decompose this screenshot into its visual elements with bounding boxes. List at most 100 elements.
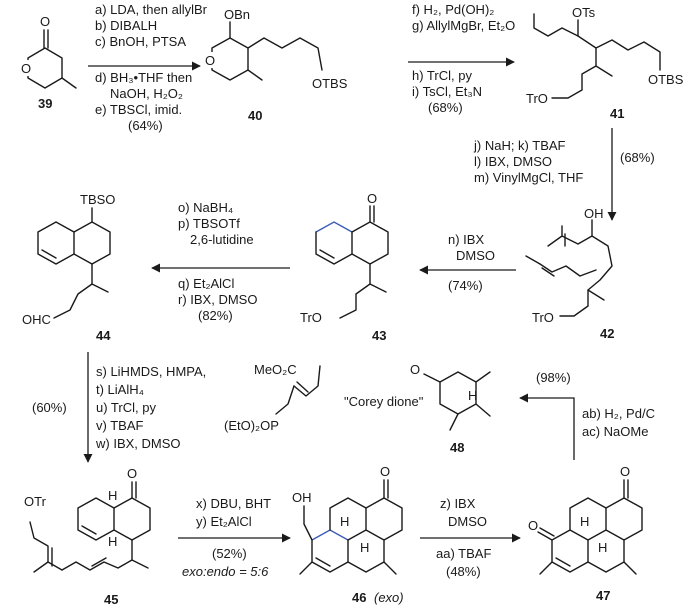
atom-H-46-b: H (360, 540, 369, 555)
step-1-yield: (64%) (128, 118, 163, 133)
step-n-solvent: DMSO (456, 248, 495, 263)
compound-label-46: 46 (352, 590, 366, 605)
step-6-conditions: s) LiHMDS, HMPA, t) LiAlH₄ u) TrCl, py v… (32, 364, 206, 451)
step-7-conditions: x) DBU, BHT y) Et₂AlCl (52%) exo:endo = … (182, 496, 271, 579)
compound-45-structure (29, 481, 151, 573)
step-t: t) LiAlH₄ (96, 382, 144, 397)
compound-label-42: 42 (600, 326, 614, 341)
step-8-yield: (48%) (446, 564, 481, 579)
atom-OH-42: OH (584, 206, 604, 221)
atom-H-47-a: H (580, 514, 589, 529)
atom-O-47-a: O (528, 518, 538, 533)
reagent-phosphonate-label: (EtO)₂OP (224, 418, 279, 433)
step-d-cont: NaOH, H₂O₂ (110, 86, 183, 101)
step-d: d) BH₃•THF then (95, 70, 192, 85)
step-ab: ab) H₂, Pd/C (582, 406, 655, 421)
compound-label-47: 47 (596, 588, 610, 603)
step-e: e) TBSCl, imid. (95, 102, 182, 117)
step-r: r) IBX, DMSO (178, 292, 257, 307)
compound-42-structure (525, 219, 613, 317)
atom-TBSO-44: TBSO (80, 192, 115, 207)
compound-39-structure (20, 29, 77, 89)
atom-OTBS-41: OTBS (648, 72, 684, 87)
atom-O-39-carbonyl: O (40, 14, 50, 29)
atom-TrO-43: TrO (300, 310, 322, 325)
compound-46-exo-note: (exo) (374, 590, 404, 605)
phosphonate-reagent-structure (275, 365, 321, 415)
compound-48-structure (423, 371, 491, 431)
compound-label-41: 41 (610, 106, 624, 121)
atom-OTBS-40: OTBS (312, 76, 348, 91)
step-3-yield: (68%) (620, 150, 655, 165)
compound-label-40: 40 (248, 108, 262, 123)
compound-47-structure (537, 479, 643, 575)
step-v: v) TBAF (96, 418, 143, 433)
step-h: h) TrCl, py (412, 68, 472, 83)
step-4-conditions: n) IBX DMSO (74%) (448, 232, 495, 293)
atom-H-45-b: H (108, 534, 117, 549)
step-4-yield: (74%) (448, 278, 483, 293)
atom-OTs-41: OTs (572, 5, 596, 20)
step-n: n) IBX (448, 232, 484, 247)
step-1-conditions: a) LDA, then allylBr b) DIBALH c) BnOH, … (95, 2, 208, 133)
step-3-conditions: j) NaH; k) TBAF l) IBX, DMSO m) VinylMgC… (473, 138, 655, 185)
atom-O-39: O (21, 61, 31, 76)
compound-44-structure (37, 207, 111, 319)
step-o: o) NaBH₄ (178, 200, 233, 215)
step-w: w) IBX, DMSO (95, 436, 181, 451)
step-s: s) LiHMDS, HMPA, (96, 364, 206, 379)
step-p: p) TBSOTf (178, 216, 240, 231)
compound-label-45: 45 (104, 592, 118, 607)
step-9-yield: (98%) (536, 370, 571, 385)
corey-dione-label: "Corey dione" (344, 394, 424, 409)
atom-OBn-40: OBn (224, 7, 250, 22)
compound-label-43: 43 (372, 328, 386, 343)
atom-O-46: O (380, 464, 390, 479)
atom-H-47-b: H (598, 540, 607, 555)
step-5-conditions: o) NaBH₄ p) TBSOTf 2,6-lutidine q) Et₂Al… (178, 200, 257, 323)
step-9-conditions: (98%) ab) H₂, Pd/C ac) NaOMe (536, 370, 655, 439)
step-u: u) TrCl, py (96, 400, 156, 415)
compound-40-structure (204, 21, 323, 81)
atom-O-43: O (367, 191, 377, 206)
step-7-ratio: exo:endo = 5:6 (182, 564, 269, 579)
step-j-k: j) NaH; k) TBAF (473, 138, 566, 153)
step-f: f) H₂, Pd(OH)₂ (412, 2, 494, 17)
atom-O-48: O (410, 362, 420, 377)
step-8-conditions: z) IBX DMSO aa) TBAF (48%) (436, 496, 491, 579)
step-5-yield: (82%) (198, 308, 233, 323)
arrow-step-9 (519, 393, 575, 460)
atom-O-45: O (127, 466, 137, 481)
compound-label-44: 44 (96, 328, 111, 343)
atom-H-45-a: H (108, 488, 117, 503)
step-q: q) Et₂AlCl (178, 276, 234, 291)
step-b: b) DIBALH (95, 18, 157, 33)
compound-43-structure (315, 205, 389, 319)
step-l: l) IBX, DMSO (474, 154, 552, 169)
step-p-base: 2,6-lutidine (190, 232, 254, 247)
step-2-conditions: f) H₂, Pd(OH)₂ g) AllylMgBr, Et₂O h) TrC… (412, 2, 515, 115)
compound-46-structure (299, 479, 403, 575)
atom-OTr-45: OTr (24, 494, 47, 509)
step-2-yield: (68%) (428, 100, 463, 115)
step-i: i) TsCl, Et₃N (412, 84, 482, 99)
step-z: z) IBX (440, 496, 476, 511)
compound-label-39: 39 (38, 96, 52, 111)
step-c: c) BnOH, PTSA (95, 34, 186, 49)
step-z-solvent: DMSO (448, 514, 487, 529)
step-6-yield: (60%) (32, 400, 67, 415)
reagent-ester-label: MeO₂C (254, 362, 297, 377)
step-y: y) Et₂AlCl (196, 514, 252, 529)
step-m: m) VinylMgCl, THF (474, 170, 583, 185)
atom-OHC-44: OHC (22, 312, 51, 327)
step-7-yield: (52%) (212, 546, 247, 561)
atom-H-46-a: H (340, 514, 349, 529)
atom-H-48: H (468, 388, 477, 403)
compound-label-48: 48 (450, 440, 464, 455)
atom-TrO-41: TrO (526, 91, 548, 106)
atom-OH-46: OH (292, 490, 312, 505)
compound-41-structure (533, 13, 661, 99)
atom-O-40: O (205, 53, 215, 68)
step-x: x) DBU, BHT (196, 496, 271, 511)
